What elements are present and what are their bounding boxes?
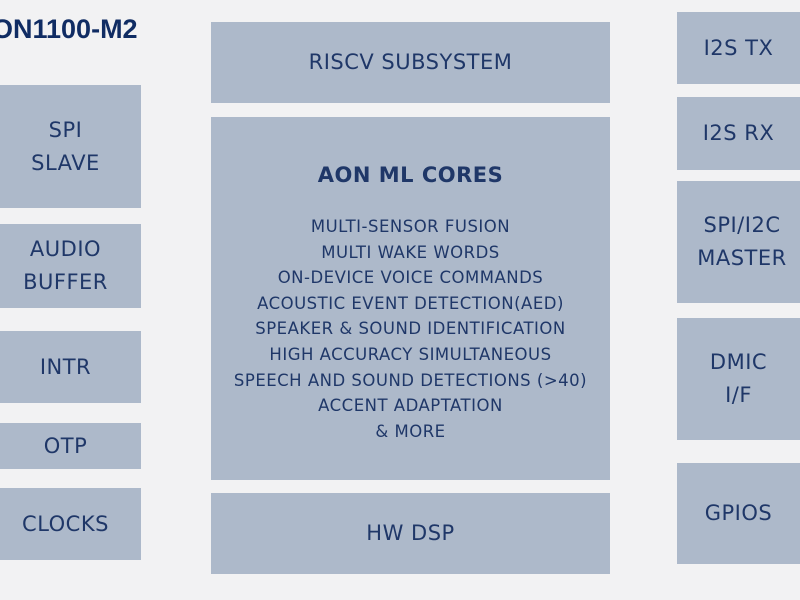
aon-heading: AON ML CORES	[317, 163, 504, 187]
block-aon-ml-cores: AON ML CORES MULTI-SENSOR FUSION MULTI WA…	[211, 117, 610, 480]
aon-feature: SPEECH AND SOUND DETECTIONS (>40)	[233, 370, 588, 390]
block-i2s-tx: I2S TX	[677, 12, 800, 84]
block-label: I2S TX	[703, 35, 774, 60]
block-label: I/F	[725, 383, 752, 407]
block-label: HW DSP	[366, 521, 455, 545]
block-label: RISCV SUBSYSTEM	[308, 50, 513, 74]
block-label: AUDIO	[29, 237, 102, 261]
block-label: SLAVE	[31, 150, 100, 175]
block-audio-buffer: AUDIO BUFFER	[0, 224, 141, 308]
block-spi-i2c-master: SPI/I2C MASTER	[677, 181, 800, 303]
block-label: CLOCKS	[22, 511, 109, 536]
aon-feature: ACOUSTIC EVENT DETECTION(AED)	[257, 293, 564, 313]
block-gpios: GPIOS	[677, 463, 800, 564]
aon-feature: ON-DEVICE VOICE COMMANDS	[277, 268, 544, 288]
block-label: SPI	[48, 117, 83, 142]
block-label: GPIOS	[704, 501, 773, 525]
aon-feature: MULTI WAKE WORDS	[321, 242, 500, 262]
block-label: INTR	[39, 354, 92, 379]
block-label: OTP	[43, 433, 88, 458]
block-hw-dsp: HW DSP	[211, 493, 610, 574]
block-intr: INTR	[0, 331, 141, 403]
block-label: MASTER	[697, 246, 787, 270]
block-label: I2S RX	[702, 121, 775, 145]
aon-feature: HIGH ACCURACY SIMULTANEOUS	[269, 344, 552, 364]
block-label: DMIC	[709, 350, 768, 374]
block-spi-slave: SPI SLAVE	[0, 85, 141, 208]
diagram-title: ON1100-M2	[0, 14, 138, 44]
block-label: SPI/I2C	[703, 213, 781, 237]
block-clocks: CLOCKS	[0, 488, 141, 560]
block-otp: OTP	[0, 423, 141, 469]
aon-feature: SPEAKER & SOUND IDENTIFICATION	[255, 319, 566, 339]
block-riscv-subsystem: RISCV SUBSYSTEM	[211, 22, 610, 103]
block-i2s-rx: I2S RX	[677, 97, 800, 170]
aon-feature-list: MULTI-SENSOR FUSION MULTI WAKE WORDS ON-DE…	[234, 214, 587, 444]
block-label: BUFFER	[23, 270, 108, 294]
block-dmic-if: DMIC I/F	[677, 318, 800, 440]
aon-feature: & MORE	[375, 421, 446, 441]
aon-feature: ACCENT ADAPTATION	[318, 396, 503, 416]
aon-feature: MULTI-SENSOR FUSION	[310, 217, 511, 236]
